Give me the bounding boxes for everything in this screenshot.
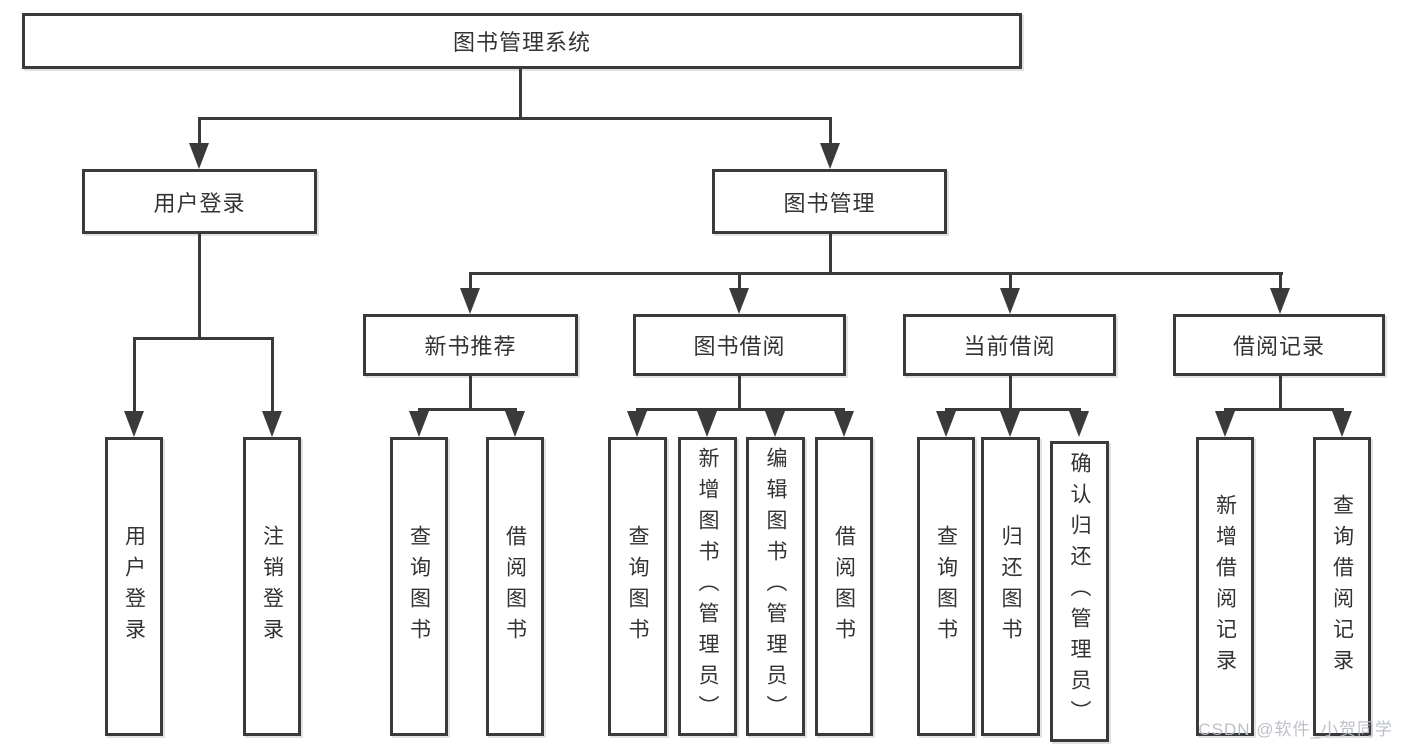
leaf-user-login-label: 用户登录 [122,524,146,649]
arrowhead-borrow-leaf1-icon [627,411,647,437]
arrowhead-current-leaf1-icon [936,411,956,437]
arrowhead-leaf-logout-icon [262,411,282,437]
node-current-borrow: 当前借阅 [903,314,1116,376]
node-book-management-label: 图书管理 [783,190,876,216]
connector-user-login-vertical [198,233,201,340]
connector-borrow-vertical [738,375,741,411]
connector-book-management-horizontal [469,272,1283,275]
connector-l3-borrow-shaft [738,272,741,292]
node-new-book-recommend-label: 新书推荐 [424,334,517,359]
leaf-records-query-record: 查询借阅记录 [1313,437,1371,736]
connector-root-vertical [519,68,522,120]
leaf-borrow-query-books: 查询图书 [608,437,667,736]
leaf-recommend-borrow-books: 借阅图书 [486,437,544,736]
leaf-logout-label: 注销登录 [260,524,284,649]
arrowhead-borrow-leaf3-icon [765,411,785,437]
arrowhead-l3-recommend-icon [460,288,480,314]
arrowhead-recommend-leaf1-icon [409,411,429,437]
arrowhead-recommend-leaf2-icon [505,411,525,437]
leaf-borrow-edit-books-admin: 编辑图书（管理员） [746,437,805,736]
leaf-recommend-borrow-books-label: 借阅图书 [503,524,527,649]
leaf-current-query-books-label: 查询图书 [934,524,958,649]
node-book-borrow-label: 图书借阅 [693,334,786,359]
leaf-current-query-books: 查询图书 [917,437,975,736]
node-user-login-label: 用户登录 [153,190,246,216]
node-root-label: 图书管理系统 [452,30,591,55]
leaf-borrow-edit-books-admin-label: 编辑图书（管理员） [764,447,787,726]
arrowhead-current-leaf2-icon [1000,411,1020,437]
leaf-borrow-query-books-label: 查询图书 [626,524,649,649]
leaf-records-add-record-label: 新增借阅记录 [1213,493,1237,680]
connector-leaf-logout-shaft [271,337,274,417]
connector-borrow-horizontal [636,408,845,411]
connector-l3-records-shaft [1279,272,1282,292]
connector-current-horizontal [945,408,1081,411]
node-new-book-recommend: 新书推荐 [363,314,578,376]
connector-current-vertical [1009,375,1012,411]
leaf-borrow-add-books-admin-label: 新增图书（管理员） [696,447,719,726]
arrowhead-book-management-icon [820,143,840,169]
leaf-recommend-query-books-label: 查询图书 [407,524,431,649]
node-book-borrow: 图书借阅 [633,314,846,376]
leaf-logout: 注销登录 [243,437,301,736]
node-root: 图书管理系统 [22,13,1022,69]
arrowhead-records-leaf2-icon [1332,411,1352,437]
arrowhead-l3-current-icon [1000,288,1020,314]
connector-recommend-horizontal [418,408,517,411]
arrowhead-current-leaf3-icon [1069,411,1089,437]
connector-user-login-horizontal [133,337,274,340]
leaf-borrow-borrow-books: 借阅图书 [815,437,873,736]
csdn-watermark: CSDN @软件_小贺同学 [1198,720,1393,739]
leaf-records-query-record-label: 查询借阅记录 [1330,493,1354,680]
arrowhead-borrow-leaf2-icon [697,411,717,437]
leaf-current-confirm-return-admin: 确认归还（管理员） [1050,441,1109,742]
node-book-management: 图书管理 [712,169,947,234]
arrowhead-leaf-login-icon [124,411,144,437]
arrowhead-records-leaf1-icon [1215,411,1235,437]
node-borrow-records: 借阅记录 [1173,314,1385,376]
connector-recommend-vertical [469,375,472,411]
arrowhead-l3-records-icon [1270,288,1290,314]
connector-l3-recommend-shaft [469,272,472,292]
leaf-current-confirm-return-admin-label: 确认归还（管理员） [1068,452,1091,731]
leaf-user-login: 用户登录 [105,437,163,736]
leaf-current-return-books-label: 归还图书 [999,524,1022,649]
leaf-recommend-query-books: 查询图书 [390,437,448,736]
arrowhead-l3-borrow-icon [729,288,749,314]
connector-records-vertical [1279,375,1282,411]
node-current-borrow-label: 当前借阅 [963,334,1056,359]
connector-l3-current-shaft [1009,272,1012,292]
arrowhead-user-login-icon [189,143,209,169]
leaf-current-return-books: 归还图书 [981,437,1040,736]
connector-root-horizontal [198,117,832,120]
connector-leaf-login-shaft [133,337,136,417]
leaf-borrow-add-books-admin: 新增图书（管理员） [678,437,737,736]
connector-book-management-vertical [829,233,832,275]
arrowhead-borrow-leaf4-icon [834,411,854,437]
node-borrow-records-label: 借阅记录 [1232,334,1325,359]
node-user-login: 用户登录 [82,169,317,234]
leaf-records-add-record: 新增借阅记录 [1196,437,1254,736]
connector-records-horizontal [1224,408,1344,411]
leaf-borrow-borrow-books-label: 借阅图书 [832,524,856,649]
connector-user-login-shaft [198,117,201,151]
connector-book-management-shaft [829,117,832,151]
